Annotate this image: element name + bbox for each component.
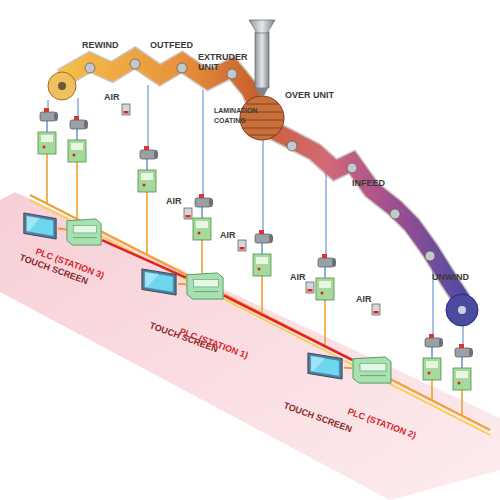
cabinet-slot: [73, 237, 96, 238]
screen-glare: [145, 272, 159, 288]
air-label: AIR: [104, 92, 128, 102]
touch-screen: TOUCH SCREEN: [306, 352, 344, 380]
cabinet-slot: [360, 375, 386, 376]
cabinet-panel: [73, 225, 96, 232]
cable-drop: [46, 154, 48, 204]
air-valve: [122, 104, 130, 115]
screen-glass: [27, 216, 54, 237]
air-valve: [372, 304, 380, 315]
drive-cables: [47, 154, 462, 416]
idler-roller: [425, 251, 435, 261]
roll-core: [58, 82, 66, 90]
drive-unit: [68, 116, 88, 162]
screen-glare: [311, 356, 325, 372]
panel-cable: [178, 283, 186, 286]
drum-stripe: [242, 128, 282, 129]
air-label: AIR: [166, 196, 190, 206]
cable-drop: [324, 300, 326, 346]
section-label: OUTFEED: [150, 40, 210, 50]
idler-roller: [227, 69, 237, 79]
air-label: AIR: [290, 272, 314, 282]
screen-shape: [140, 268, 178, 296]
cabinet-panel: [194, 279, 219, 286]
cabinet-slot: [194, 291, 219, 292]
cable-drop: [431, 380, 433, 401]
extruder-hopper: [249, 20, 275, 33]
cable-drop: [461, 390, 463, 416]
cabinet-shape: [352, 356, 392, 384]
web-material: [62, 58, 462, 300]
screen-label: TOUCH SCREEN: [282, 400, 353, 434]
screen-glass: [145, 272, 174, 293]
drive-unit: [38, 108, 58, 154]
idler-roller: [130, 59, 140, 69]
roll-core: [458, 306, 466, 314]
panel-cable: [344, 367, 352, 370]
screen-frame: [308, 353, 342, 379]
section-label: OVER UNIT: [285, 90, 355, 100]
idler-roller: [177, 63, 187, 73]
cabinet-shape: [66, 218, 102, 246]
screen-shape: [306, 352, 344, 380]
plc-cabinet: PLC (STATION 2): [352, 356, 392, 384]
air-label: AIR: [356, 294, 380, 304]
screen-glass: [311, 356, 340, 377]
drive-unit: [193, 194, 213, 240]
air-label: AIR: [220, 230, 244, 240]
idler-roller: [347, 163, 357, 173]
air-valve: [184, 208, 192, 219]
shaft-line: [148, 85, 149, 150]
drive-unit: [253, 230, 273, 276]
cabinet-panel: [360, 363, 386, 370]
section-label: REWIND: [82, 40, 142, 50]
drum-stripe: [240, 120, 284, 121]
extruder-die: [256, 88, 268, 96]
cabinet-body: [353, 357, 391, 383]
shaft-line: [326, 172, 327, 258]
drum-stripe: [248, 135, 276, 136]
extruder-barrel: [255, 32, 269, 88]
drive-unit: [453, 344, 473, 390]
air-valve: [238, 240, 246, 251]
screen-glare: [27, 216, 41, 232]
idler-roller: [287, 141, 297, 151]
idler-roller: [390, 209, 400, 219]
cabinet-body: [187, 273, 223, 299]
section-label: LAMINATION COATING: [214, 106, 260, 126]
drive-unit: [138, 146, 158, 192]
cable-drop: [261, 276, 263, 314]
panel-cable: [58, 228, 66, 229]
cable-drop: [76, 162, 78, 219]
touch-screen: TOUCH SCREEN: [140, 268, 178, 296]
section-label: INFEED: [352, 178, 402, 188]
web-shadow: [62, 58, 462, 300]
rewind-roll: [48, 72, 76, 100]
drive-unit: [423, 334, 443, 380]
idler-roller: [85, 63, 95, 73]
screen-frame: [142, 269, 176, 295]
cabinet-shape: [186, 272, 224, 300]
cabinet-body: [67, 219, 101, 245]
screen-frame: [24, 213, 56, 239]
plc-cabinet: PLC (STATION 3): [66, 218, 102, 246]
section-label: EXTRUDER UNIT: [198, 52, 252, 72]
chill-drum: [240, 96, 284, 140]
section-label: UNWIND: [432, 272, 482, 282]
cable-drop: [146, 192, 148, 255]
plc-cabinet: PLC (STATION 1): [186, 272, 224, 300]
drive-unit: [316, 254, 336, 300]
shaft-line: [263, 140, 264, 234]
screen-shape: [22, 212, 58, 240]
station-label: PLC (STATION 2): [346, 406, 417, 440]
air-valve: [306, 282, 314, 293]
unwind-roll: [446, 294, 478, 326]
touch-screen: TOUCH SCREEN: [22, 212, 58, 240]
drum-stripe: [246, 104, 278, 105]
shaft-line: [203, 90, 204, 198]
